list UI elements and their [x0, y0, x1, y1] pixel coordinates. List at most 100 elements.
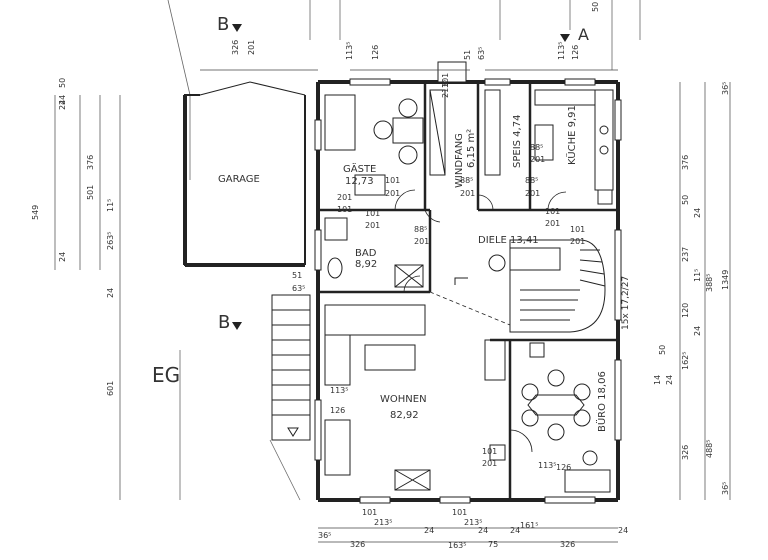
room-bad: BAD [355, 248, 377, 259]
dim-bottom-10: 101 [362, 508, 377, 517]
dim-right-8: 120 [681, 303, 690, 318]
living-furniture [324, 304, 506, 491]
dim-right-1: 376 [681, 155, 690, 170]
dim-bottom-6: 24 [510, 526, 520, 535]
dim-right-10: 50 [658, 345, 667, 355]
dim-right-9: 24 [693, 326, 702, 336]
dim-bottom-2: 24 [424, 526, 434, 535]
section-a-label: A [578, 25, 589, 44]
dim-bottom-5: 75 [488, 540, 498, 549]
dim-top-8: 213⁵ [441, 80, 450, 98]
dim-left-6: 11⁵ [106, 199, 115, 212]
stair [454, 239, 606, 333]
dim-right-16: 36⁵ [721, 482, 730, 495]
dim-bottom-7: 161⁵ [520, 521, 538, 530]
room-bad-area: 8,92 [355, 259, 377, 270]
dim-interior-6: 88⁵ [414, 225, 427, 234]
dim-interior-13: 201 [530, 155, 545, 164]
gaeste-furniture [324, 94, 424, 196]
section-b-bottom-label: B [218, 312, 230, 333]
dim-left-4: 376 [86, 155, 95, 170]
dim-interior-20: 113⁵ [330, 386, 348, 395]
dim-interior-19: 63⁵ [292, 284, 305, 293]
dim-interior-2: 101 [365, 209, 380, 218]
dim-top-7: 126 [571, 45, 580, 60]
dim-interior-1: 201 [385, 189, 400, 198]
dim-interior-0: 101 [385, 176, 400, 185]
dim-interior-23: 201 [482, 459, 497, 468]
room-garage: GARAGE [218, 174, 260, 185]
dim-top-5: 63⁵ [477, 47, 486, 60]
exterior-stair [271, 294, 311, 441]
room-windfang: WINDFANG [454, 133, 465, 188]
room-wohnen-area: 82,92 [390, 410, 419, 421]
dim-right-2: 50 [681, 195, 690, 205]
dim-interior-18: 51 [292, 271, 302, 280]
dim-interior-9: 201 [337, 193, 352, 202]
dim-right-12: 14 [653, 375, 662, 385]
dim-right-4: 237 [681, 247, 690, 262]
dim-bottom-3: 163⁵ [448, 541, 466, 550]
windows [314, 61, 622, 504]
dim-bottom-0: 36⁵ [318, 531, 331, 540]
room-labels: GARAGE GÄSTE 12,73 WINDFANG 6,15 m² SPEI… [218, 105, 631, 432]
dim-right-5: 11⁵ [693, 269, 702, 282]
dim-top-4: 51 [463, 50, 472, 60]
bathroom-fixtures [324, 217, 424, 288]
room-buero: BÜRO 18,06 [595, 371, 608, 432]
dim-bottom-8: 326 [560, 540, 575, 549]
dimension-lines [54, 69, 731, 543]
dim-bottom-1: 326 [350, 540, 365, 549]
office-furniture [521, 342, 611, 493]
dim-top-3: 126 [371, 45, 380, 60]
dim-interior-16: 101 [570, 225, 585, 234]
dim-right-13: 24 [665, 375, 674, 385]
dim-bottom-11: 213⁵ [374, 518, 392, 527]
dim-interior-8: 101 [337, 205, 352, 214]
dim-interior-10: 88⁵ [525, 176, 538, 185]
dim-interior-5: 201 [460, 189, 475, 198]
dim-left-10: 601 [106, 381, 115, 396]
dim-interior-25: 126 [556, 463, 571, 472]
dim-bottom-9: 24 [618, 526, 628, 535]
dim-top-9: 101 [441, 73, 450, 88]
room-wohnen: WOHNEN [380, 394, 427, 405]
dim-right-14: 326 [681, 445, 690, 460]
dim-left-9: 24 [106, 288, 115, 298]
dim-interior-3: 201 [365, 221, 380, 230]
dim-top-0: 326 [231, 40, 240, 55]
room-gaeste-area: 12,73 [345, 176, 374, 187]
dim-left-0: 549 [31, 205, 40, 220]
interior-walls [318, 82, 618, 500]
dim-bottom-13: 213⁵ [464, 518, 482, 527]
dim-interior-4: 88⁵ [460, 176, 473, 185]
garage-walls [183, 81, 306, 267]
dim-right-0: 36⁵ [721, 82, 730, 95]
dim-interior-24: 113⁵ [538, 461, 556, 470]
dim-right-6: 388⁵ [705, 274, 714, 292]
dim-bottom-4: 24 [478, 526, 488, 535]
dim-interior-15: 201 [545, 219, 560, 228]
site-lines [167, 0, 641, 501]
dim-interior-12: 88⁵ [530, 143, 543, 152]
dim-right-11: 162⁵ [681, 352, 690, 370]
dim-left-8: 24 [58, 252, 67, 262]
room-gaeste: GÄSTE [343, 162, 376, 175]
room-speis: SPEIS 4,74 [512, 115, 523, 168]
stair-label: 15x 17,2/27 [621, 276, 631, 330]
floor-label: EG [152, 363, 180, 387]
dim-right-7: 1349 [721, 270, 730, 290]
room-windfang-area: 6,15 m² [466, 129, 477, 168]
dim-interior-21: 126 [330, 406, 345, 415]
dim-bottom-12: 101 [452, 508, 467, 517]
room-diele: DIELE 13,41 [478, 235, 539, 246]
dim-left-2: 50 [58, 78, 67, 88]
dim-top-10: 50 [591, 2, 600, 12]
section-marker-b-bottom: B [218, 312, 242, 333]
dim-interior-22: 101 [482, 447, 497, 456]
dim-interior-14: 101 [545, 207, 560, 216]
dim-interior-7: 201 [414, 237, 429, 246]
door-swings [394, 189, 567, 453]
dim-top-2: 113⁵ [345, 42, 354, 60]
dim-top-1: 201 [247, 40, 256, 55]
